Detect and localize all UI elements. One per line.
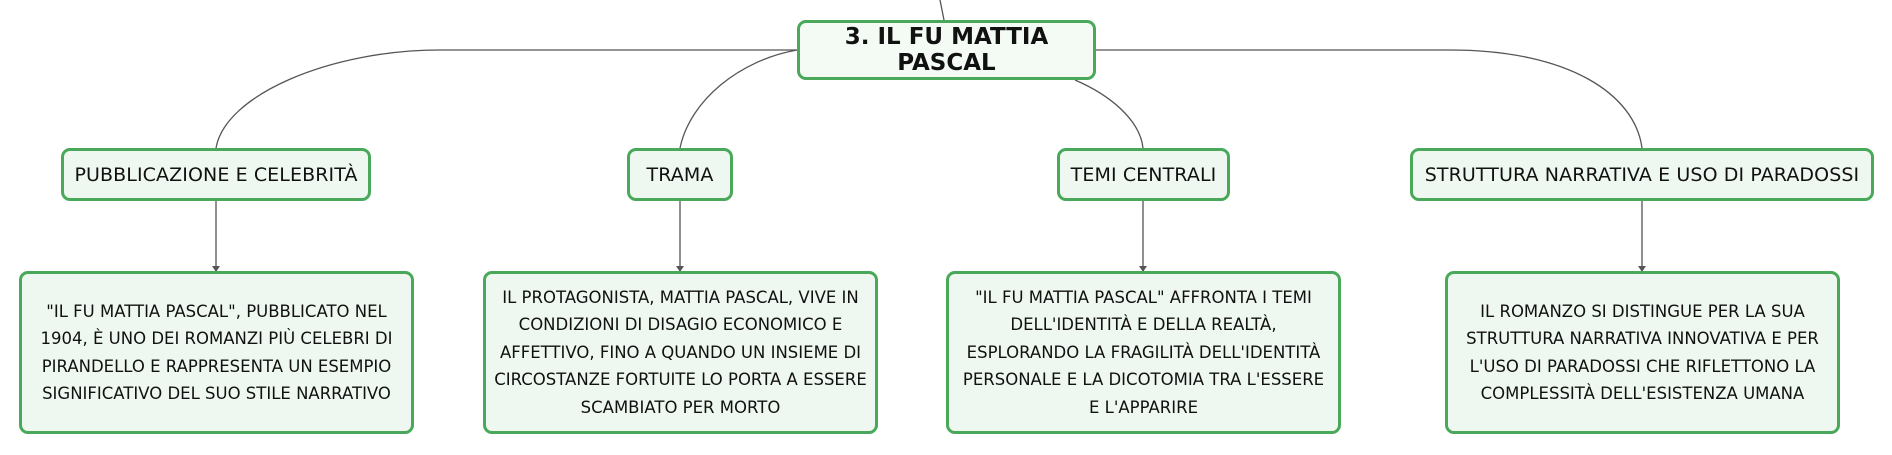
arrowhead-3 bbox=[1139, 266, 1147, 272]
topic-label: TEMI CENTRALI bbox=[1070, 163, 1217, 186]
connector-root-topic-2 bbox=[679, 49, 798, 149]
root-topic[interactable]: 3. IL FU MATTIA PASCAL bbox=[797, 20, 1096, 80]
topic-label: PUBBLICAZIONE E CELEBRITÀ bbox=[74, 163, 358, 186]
connector-root-topic-1 bbox=[215, 49, 797, 149]
topic-pubblicazione[interactable]: PUBBLICAZIONE E CELEBRITÀ bbox=[61, 148, 371, 201]
detail-text: IL PROTAGONISTA, MATTIA PASCAL, VIVE IN … bbox=[494, 287, 867, 417]
topic-label: TRAMA bbox=[646, 163, 714, 186]
topic-struttura-narrativa[interactable]: STRUTTURA NARRATIVA E USO DI PARADOSSI bbox=[1410, 148, 1874, 201]
detail-pubblicazione[interactable]: "IL FU MATTIA PASCAL", PUBBLICATO NEL 19… bbox=[19, 271, 414, 434]
detail-struttura-narrativa[interactable]: IL ROMANZO SI DISTINGUE PER LA SUA STRUT… bbox=[1445, 271, 1840, 434]
topic-trama[interactable]: TRAMA bbox=[627, 148, 733, 201]
detail-temi-centrali[interactable]: "IL FU MATTIA PASCAL" AFFRONTA I TEMI DE… bbox=[946, 271, 1341, 434]
arrowhead-4 bbox=[1638, 266, 1646, 272]
connector-parent bbox=[939, 0, 945, 21]
detail-text: "IL FU MATTIA PASCAL" AFFRONTA I TEMI DE… bbox=[962, 287, 1325, 417]
arrowhead-1 bbox=[212, 266, 220, 272]
root-topic-label: 3. IL FU MATTIA PASCAL bbox=[844, 24, 1049, 76]
detail-trama[interactable]: IL PROTAGONISTA, MATTIA PASCAL, VIVE IN … bbox=[483, 271, 878, 434]
detail-text: "IL FU MATTIA PASCAL", PUBBLICATO NEL 19… bbox=[40, 301, 393, 404]
arrowhead-2 bbox=[676, 266, 684, 272]
connector-root-topic-4 bbox=[1095, 49, 1643, 149]
detail-text: IL ROMANZO SI DISTINGUE PER LA SUA STRUT… bbox=[1466, 301, 1819, 404]
topic-label: STRUTTURA NARRATIVA E USO DI PARADOSSI bbox=[1424, 163, 1860, 186]
connector-root-topic-3 bbox=[1074, 79, 1144, 149]
topic-temi-centrali[interactable]: TEMI CENTRALI bbox=[1057, 148, 1230, 201]
